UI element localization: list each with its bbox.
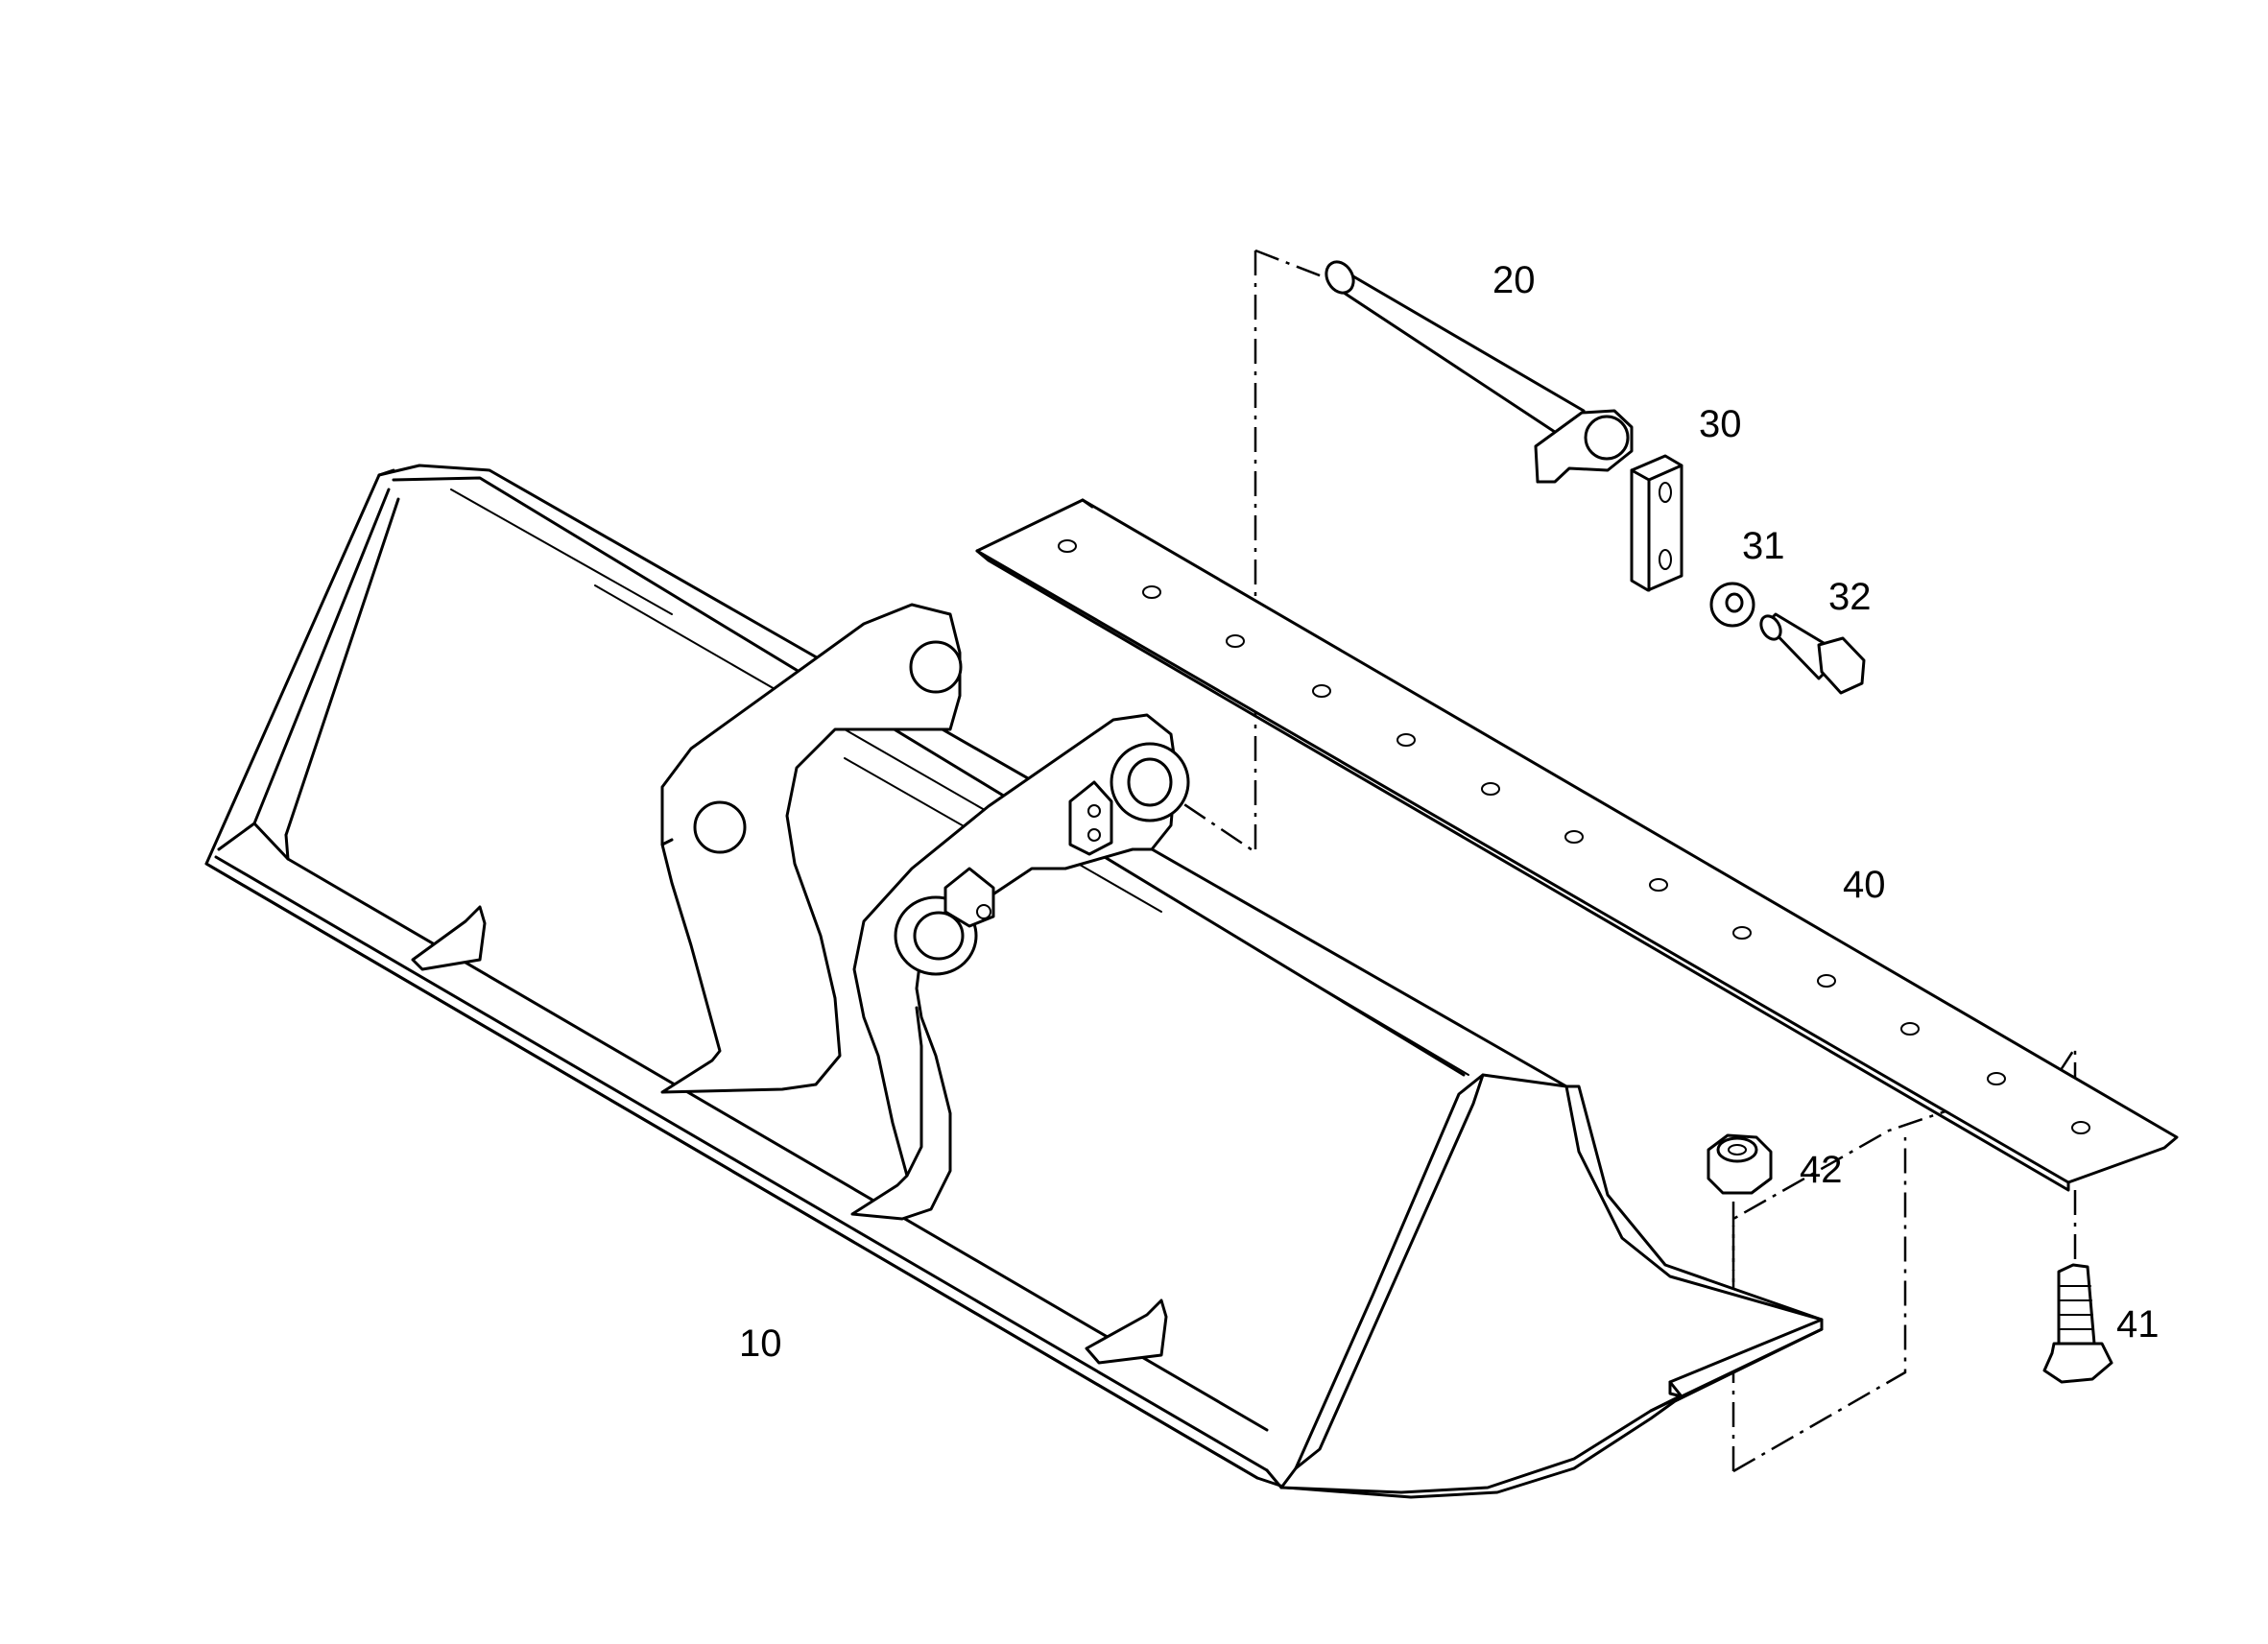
callout-31: 31 (1742, 525, 1785, 567)
plate-part (1630, 454, 1683, 592)
callout-labels: 10 20 30 31 32 40 41 42 (739, 259, 2160, 1365)
callout-20: 20 (1492, 259, 1536, 301)
hex-bolt-part (1759, 612, 1866, 695)
callout-41: 41 (2116, 1303, 2160, 1346)
countersunk-bolt-part (2042, 1263, 2113, 1384)
washer-part (1709, 582, 1755, 628)
callout-30: 30 (1699, 403, 1742, 445)
cutting-edge-part (975, 498, 2179, 1192)
bucket-part (204, 464, 1824, 1499)
lock-nut-part (1707, 1133, 1773, 1195)
callout-42: 42 (1800, 1149, 1843, 1191)
callout-40: 40 (1843, 864, 1886, 906)
cutting-edge-holes (1058, 539, 2090, 1134)
pin-part (1325, 260, 1634, 484)
callout-10: 10 (739, 1322, 782, 1365)
callout-32: 32 (1828, 576, 1872, 618)
